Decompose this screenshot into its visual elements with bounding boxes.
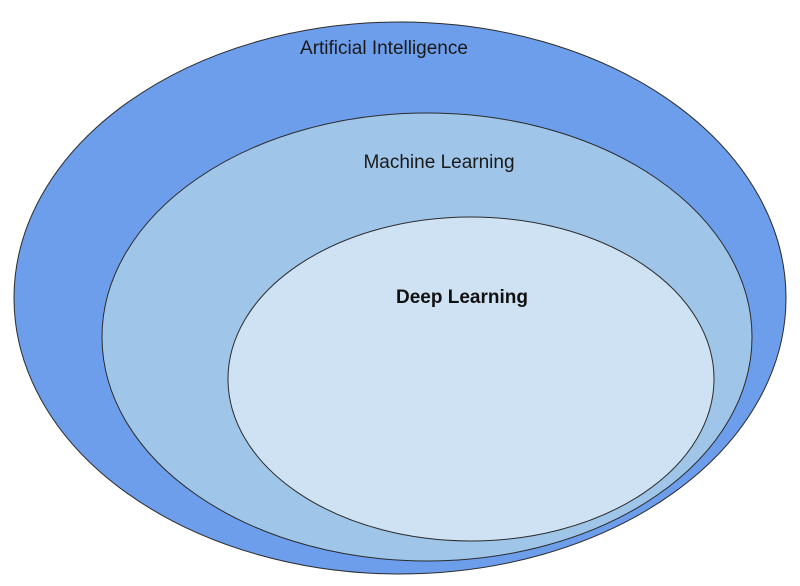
label-deep-learning: Deep Learning xyxy=(396,287,528,308)
region-deep-learning: Deep Learning xyxy=(227,216,715,542)
ellipse-deep-learning xyxy=(227,216,715,542)
label-machine-learning: Machine Learning xyxy=(363,152,514,173)
label-artificial-intelligence: Artificial Intelligence xyxy=(300,38,468,59)
